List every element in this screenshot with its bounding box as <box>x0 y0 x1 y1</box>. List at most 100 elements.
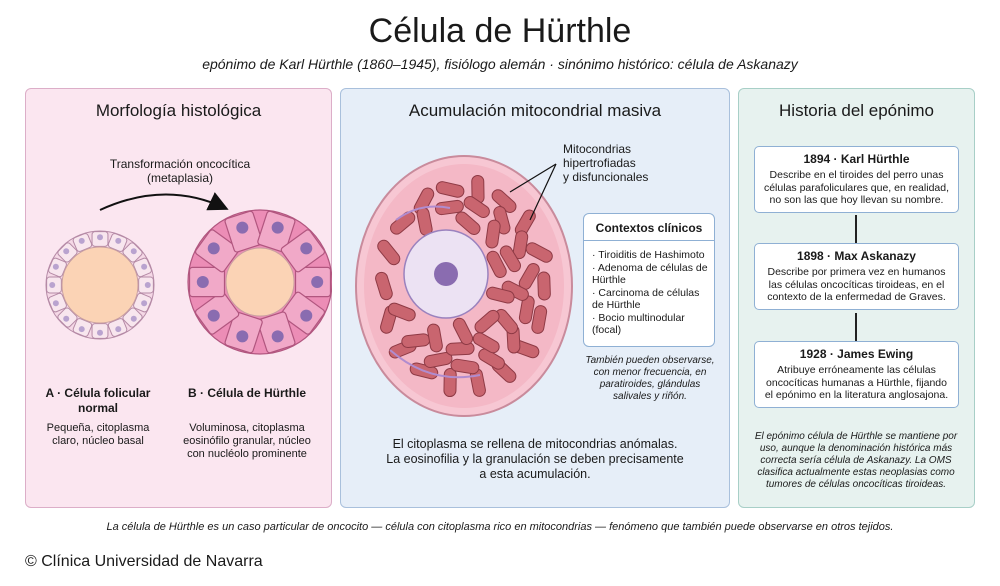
cell-nucleus <box>271 221 284 234</box>
mitochondrion <box>474 309 500 334</box>
cell-nucleus <box>63 248 70 255</box>
mitochondria-explanation: El citoplasma se rellena de mitocondrias… <box>350 437 720 482</box>
cell-a-desc-line-1: Pequeña, citoplasma <box>46 422 150 434</box>
cell-a-title-line-2: normal <box>77 401 118 415</box>
timeline-event-text: células parafoliculares que, en realidad… <box>763 181 950 194</box>
cell-b-desc-line-2: eosinófilo granular, núcleo <box>183 435 311 447</box>
eponym-note-line-1: El epónimo célula de Hürthle se mantiene… <box>754 431 958 442</box>
cell-nucleus <box>300 242 313 255</box>
mitochondria-label-line-2: hipertrofiadas <box>563 156 636 170</box>
mitochondria-label-line-1: Mitocondrias <box>563 142 632 156</box>
transformation-label-line-2: (metaplasia) <box>146 171 214 185</box>
eponym-note-line-3: correcta sería célula de Askanazy. La OM… <box>760 455 952 466</box>
timeline-event-text: el epónimo en la literatura anglosajona. <box>764 389 949 401</box>
transformation-label-line-1: Transformación oncocítica <box>109 157 251 171</box>
eponym-history-title: Historia del epónimo <box>779 101 934 120</box>
mitochondria-explanation-line-3: a esta acumulación. <box>479 467 591 481</box>
timeline-event-text: Describe por primera vez en humanos <box>767 266 946 278</box>
list-item: · Carcinoma de células <box>592 286 700 299</box>
cell-nucleus <box>300 309 313 322</box>
mitochondria-panel-title: Acumulación mitocondrial masiva <box>408 101 662 120</box>
hurthle-cell-illustration <box>355 155 573 417</box>
page-subtitle: epónimo de Karl Hürthle (1860–1945), fis… <box>202 56 798 72</box>
timeline-connector <box>855 215 857 245</box>
cell-nucleus <box>236 330 249 343</box>
cell-b-caption: B · Célula de Hürthle Voluminosa, citopl… <box>172 386 322 461</box>
normal-follicle-illustration <box>45 230 155 340</box>
cell-nucleus <box>207 309 220 322</box>
timeline-event-text: Describe en el tiroides del perro unas <box>769 169 944 181</box>
clinical-contexts-title: Contextos clínicos <box>584 214 714 241</box>
mitochondrion <box>375 271 393 301</box>
hurthle-follicle-illustration <box>187 209 332 355</box>
mitochondrion <box>478 348 505 370</box>
mitochondrion <box>435 181 465 198</box>
timeline-event-text: contexto de la enfermedad de Graves. <box>767 291 946 303</box>
timeline-event-1898: 1898 · Max Askanazy Describe por primera… <box>754 243 959 310</box>
list-item: · Tiroiditis de Hashimoto <box>592 249 705 261</box>
mitochondrion <box>443 368 457 398</box>
mitochondrion <box>485 219 501 249</box>
list-item: (focal) <box>592 324 622 336</box>
cell-b-title: B · Célula de Hürthle <box>187 386 306 400</box>
other-locations-line-1: También pueden observarse, <box>585 355 715 366</box>
timeline-event-1928: 1928 · James Ewing Atribuye erróneamente… <box>754 341 959 408</box>
cell-a-desc-line-2: claro, núcleo basal <box>52 435 144 447</box>
other-locations-line-4: salivales y riñón. <box>613 391 687 402</box>
footer-note: La célula de Hürthle es un caso particul… <box>106 521 894 533</box>
cell-nucleus <box>207 242 220 255</box>
timeline-event-year: 1898 · Max Askanazy <box>797 249 916 263</box>
timeline-event-1894: 1894 · Karl Hürthle Describe en el tiroi… <box>754 146 959 213</box>
mitochondrion <box>452 317 474 346</box>
list-item: · Bocio multinodular <box>592 311 685 324</box>
cell-b-desc-line-1: Voluminosa, citoplasma <box>189 422 305 434</box>
timeline-event-text: oncocíticas humanas a Hürthle, fijando <box>766 376 947 389</box>
copyright: © Clínica Universidad de Navarra <box>25 553 263 570</box>
mitochondria-label: Mitocondrias hipertrofiadas y disfuncion… <box>563 142 673 184</box>
mitochondrion <box>486 286 515 304</box>
list-item: · Adenoma de células de <box>592 261 708 274</box>
mitochondria-pointer-lines <box>509 163 557 221</box>
cell-comparison-illustration <box>45 192 332 355</box>
cell-nucleus <box>78 326 85 333</box>
mitochondrion <box>499 245 521 273</box>
mitochondrion <box>445 341 475 356</box>
mitochondrion <box>472 332 500 354</box>
cell-nucleus <box>311 276 324 288</box>
transformation-label: Transformación oncocítica (metaplasia) <box>80 157 280 185</box>
mitochondrion <box>525 242 553 263</box>
mitochondrion <box>450 358 480 375</box>
cell-nucleus <box>144 282 151 288</box>
cell-nucleus <box>97 234 103 241</box>
cell-nucleus <box>130 315 137 322</box>
cell-nucleus <box>97 329 103 336</box>
cell-a-caption: A · Célula folicular normal Pequeña, cit… <box>38 386 158 448</box>
cell-nucleus <box>141 263 148 270</box>
mitochondrion <box>427 323 443 353</box>
mitochondrion <box>423 351 453 369</box>
other-locations-line-2: con menor frecuencia, en <box>593 367 707 378</box>
transformation-arrow <box>99 192 229 211</box>
eponym-note: El epónimo célula de Hürthle se mantiene… <box>745 431 967 491</box>
cell-nucleus <box>196 276 209 288</box>
cell-nucleus <box>49 282 56 288</box>
timeline-connector <box>855 313 857 343</box>
mitochondrion <box>463 196 490 219</box>
mitochondrion <box>377 239 401 266</box>
eponym-note-line-2: uso, aunque la denominación histórica má… <box>759 443 953 454</box>
timeline-event-year: 1928 · James Ewing <box>799 347 914 361</box>
cell-nucleus <box>52 263 59 270</box>
mitochondrion <box>387 302 416 322</box>
mitochondrion <box>491 189 517 213</box>
nucleus <box>403 229 489 319</box>
cell-nucleus <box>236 221 249 234</box>
eponym-note-line-4: clasifica actualmente estas neoplasias c… <box>757 467 955 478</box>
mitochondrion <box>455 211 481 235</box>
list-item: Hürthle <box>592 274 626 286</box>
clinical-contexts-list: · Tiroiditis de Hashimoto · Adenoma de c… <box>584 241 714 337</box>
list-item: de Hürthle <box>592 299 641 311</box>
cell-nucleus <box>130 248 137 255</box>
cell-nucleus <box>63 315 70 322</box>
mitochondrion <box>486 250 507 279</box>
timeline-event-text: Atribuye erróneamente las células <box>777 364 936 376</box>
